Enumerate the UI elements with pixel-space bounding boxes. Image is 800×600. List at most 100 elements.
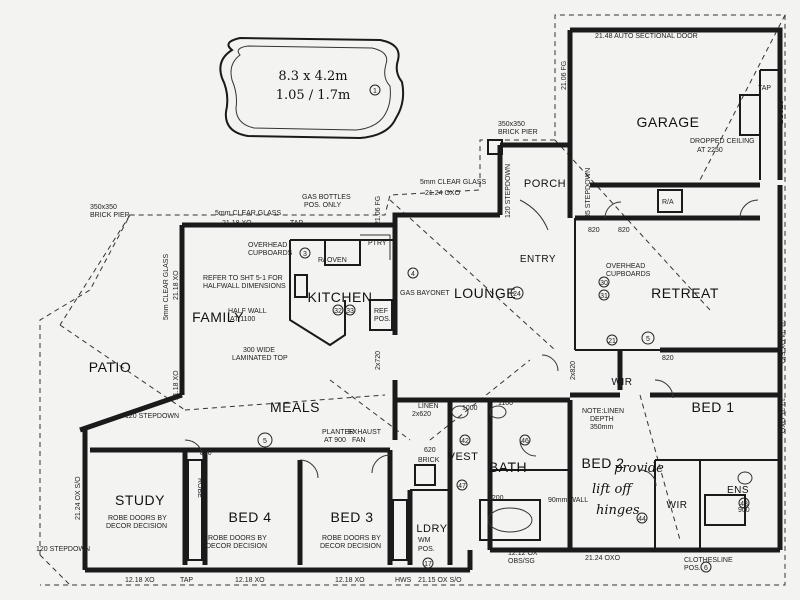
marker-30: 30 [600, 280, 608, 287]
note-robe-doors-3b: DECOR DECISION [320, 543, 381, 550]
room-bath: BATH [489, 459, 527, 475]
note-store: STORE [776, 100, 783, 124]
dim-1200: 1200 [488, 495, 504, 502]
room-kitchen: KITCHEN [308, 289, 373, 305]
dim-21-24-porch: 21.24 OXO [425, 190, 461, 197]
note-pos: POS. [418, 546, 435, 553]
marker-3: 3 [303, 251, 307, 258]
note-robe-doors-sb: DECOR DECISION [106, 523, 167, 530]
pool-size-label: 8.3 x 4.2m [278, 69, 347, 84]
room-retreat: RETREAT [651, 285, 719, 301]
marker-33: 33 [346, 308, 354, 315]
note-dropped-ceiling-2: AT 2250 [697, 147, 723, 154]
marker-48: 48 [740, 501, 748, 508]
dim-hws: HWS [395, 577, 412, 584]
note-wm: WM [418, 537, 431, 544]
marker-4: 4 [411, 271, 415, 278]
note-robe-doors-4b: DECOR DECISION [206, 543, 267, 550]
pool: 8.3 x 4.2m 1.05 / 1.7m [219, 36, 405, 140]
dim-21-24-retreat: 21.24 OX S/O [778, 320, 785, 364]
numbered-markers: 1 3 4 5 5 6 17 21 24 30 31 32 33 42 44 4… [257, 84, 750, 573]
note-overhead-k1: OVERHEAD [248, 242, 287, 249]
note-brick-pier-top: 350x350 [498, 121, 525, 128]
room-meals: MEALS [270, 399, 320, 415]
dim-2x720: 2x720 [375, 351, 382, 370]
room-wir-1: WIR [612, 377, 633, 388]
dim-obs: OBS/SG [508, 558, 535, 565]
room-porch: PORCH [524, 178, 566, 190]
dim-12-12: 12.12 OX [508, 550, 538, 557]
note-ref-pos-2: POS. [374, 316, 391, 323]
dim-21-18-v: 21.18 XO [173, 270, 180, 300]
room-entry: ENTRY [520, 254, 556, 265]
marker-47: 47 [458, 483, 466, 490]
note-laminated-2: LAMINATED TOP [232, 355, 288, 362]
note-ra: R/A [662, 199, 674, 206]
marker-24: 24 [513, 291, 521, 298]
note-gas-bottles-2: POS. ONLY [304, 202, 342, 209]
room-bed4: BED 4 [229, 509, 272, 525]
interior-walls [90, 225, 780, 565]
room-vest: VEST [448, 451, 479, 463]
note-clear-glass-patio: 5mm CLEAR GLASS [163, 254, 170, 320]
handwritten-note: provide lift off hinges [592, 461, 664, 518]
note-laminated-1: 300 WIDE [243, 347, 275, 354]
dim-2x620: 2x620 [412, 411, 431, 418]
room-bed1: BED 1 [692, 399, 735, 415]
dim-900: 900 [738, 507, 750, 514]
note-half-wall-1: HALF WALL [228, 308, 267, 315]
note-clothesline-1: CLOTHESLINE [684, 557, 733, 564]
room-garage: GARAGE [637, 114, 700, 130]
handwriting-line2: lift off [592, 482, 634, 497]
note-overhead-k2: CUPBOARDS [248, 250, 293, 257]
note-gas-bottles-1: GAS BOTTLES [302, 194, 351, 201]
dim-21-18-p: 21.18 XO [173, 370, 180, 400]
bath-fittings [414, 94, 761, 541]
dim-620: 620 [424, 447, 436, 454]
note-robe-doors-4a: ROBE DOORS BY [208, 535, 267, 542]
dimension-labels: 21.18 XO 21.24 OXO 21.24 OXO 12.18 XO 12… [75, 61, 785, 584]
pool-depth-label: 1.05 / 1.7m [276, 88, 351, 103]
marker-32: 32 [334, 308, 342, 315]
dim-21-15: 21.15 OX S/O [418, 577, 462, 584]
dim-tap-top: TAP [290, 220, 303, 227]
note-auto-door: 21.48 AUTO SECTIONAL DOOR [595, 33, 698, 40]
marker-1: 1 [373, 88, 377, 95]
dim-1000: 1000 [462, 405, 478, 412]
handwriting-line3: hinges [596, 503, 640, 518]
note-robe-doors-sa: ROBE DOORS BY [108, 515, 167, 522]
marker-6: 6 [704, 565, 708, 572]
dim-2x820: 2x820 [570, 361, 577, 380]
marker-46: 46 [521, 438, 529, 445]
note-clear-glass-porch: 5mm CLEAR GLASS [420, 179, 486, 186]
note-planter-1: PLANTER [322, 429, 354, 436]
dim-820-entry: 820 [588, 227, 600, 234]
dim-21-24-bottom: 21.24 OXO [585, 555, 621, 562]
note-brick: BRICK [418, 457, 440, 464]
room-wir-2: WIR [667, 500, 688, 511]
room-labels: GARAGE PORCH ENTRY LOUNGE RETREAT FAMILY… [89, 114, 749, 535]
note-stepdown-study: 120 STEPDOWN [36, 546, 90, 553]
note-half-wall-2: AT 1100 [230, 316, 255, 323]
marker-42: 42 [461, 438, 469, 445]
note-brick-pier-top2: BRICK PIER [498, 129, 538, 136]
note-90mm-wall: 90mm WALL [548, 497, 588, 504]
note-linen-1: NOTE:LINEN [582, 408, 624, 415]
dim-820-study: 820 [200, 450, 212, 457]
dim-21-24-study: 21.24 OX S/O [75, 476, 82, 520]
marker-21: 21 [608, 338, 616, 345]
dim-tap-bottom: TAP [180, 577, 193, 584]
room-patio: PATIO [89, 359, 131, 375]
note-linen-3: 350mm [590, 424, 614, 431]
construction-notes: 21.48 AUTO SECTIONAL DOOR DROPPED CEILIN… [36, 33, 783, 572]
porch-walls [487, 139, 573, 231]
dim-12-18-a: 12.18 XO [125, 577, 155, 584]
note-dropped-ceiling-1: DROPPED CEILING [690, 138, 755, 145]
note-refer-1: REFER TO SHT 5-1 FOR [203, 275, 283, 282]
room-linen: LINEN [418, 403, 439, 410]
note-overhead-r2: CUPBOARDS [606, 271, 651, 278]
note-stepdown-patio: 120 STEPDOWN [125, 413, 179, 420]
note-clear-glass-top: 5mm CLEAR GLASS [215, 210, 281, 217]
door-swings [184, 199, 759, 487]
